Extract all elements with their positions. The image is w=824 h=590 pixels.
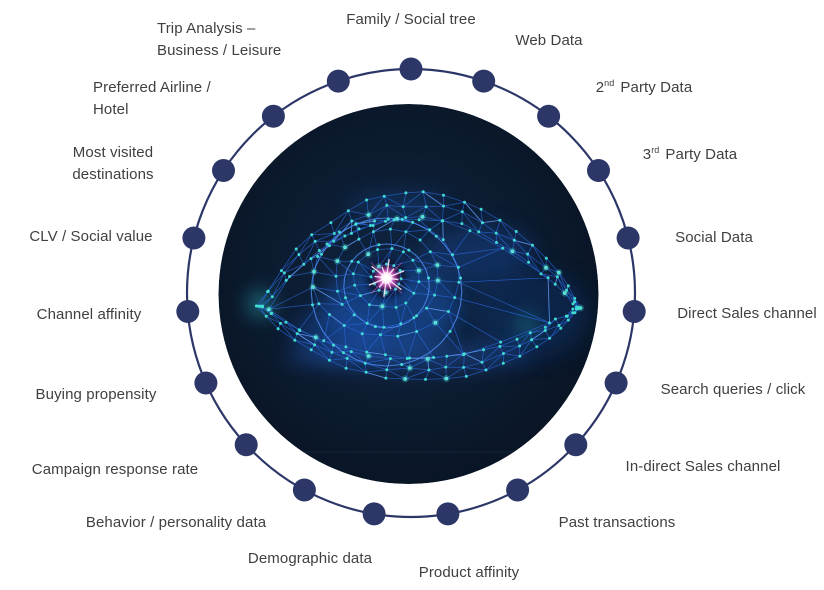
pupil-starburst xyxy=(368,259,405,297)
ring-node-6 xyxy=(604,371,628,395)
ring-node-12 xyxy=(234,433,258,457)
ring-node-8 xyxy=(506,478,530,502)
ring-node-2 xyxy=(537,104,561,128)
ring-node-0 xyxy=(399,57,423,81)
ring-of-nodes xyxy=(176,57,646,526)
ring-node-11 xyxy=(292,478,316,502)
ring-node-3 xyxy=(587,159,610,182)
ring-node-5 xyxy=(622,300,646,323)
ring-node-17 xyxy=(261,104,285,128)
digital-network-eye-image xyxy=(218,104,599,484)
ring-node-13 xyxy=(194,371,218,395)
ring-node-1 xyxy=(472,69,496,93)
ring-node-16 xyxy=(212,159,235,182)
ring-node-15 xyxy=(182,226,206,250)
ring-node-10 xyxy=(362,502,386,526)
ring-node-4 xyxy=(616,226,640,250)
ring-node-9 xyxy=(436,502,460,526)
ring-node-18 xyxy=(326,69,350,93)
ring-node-7 xyxy=(564,433,588,457)
ring-node-14 xyxy=(176,300,200,323)
